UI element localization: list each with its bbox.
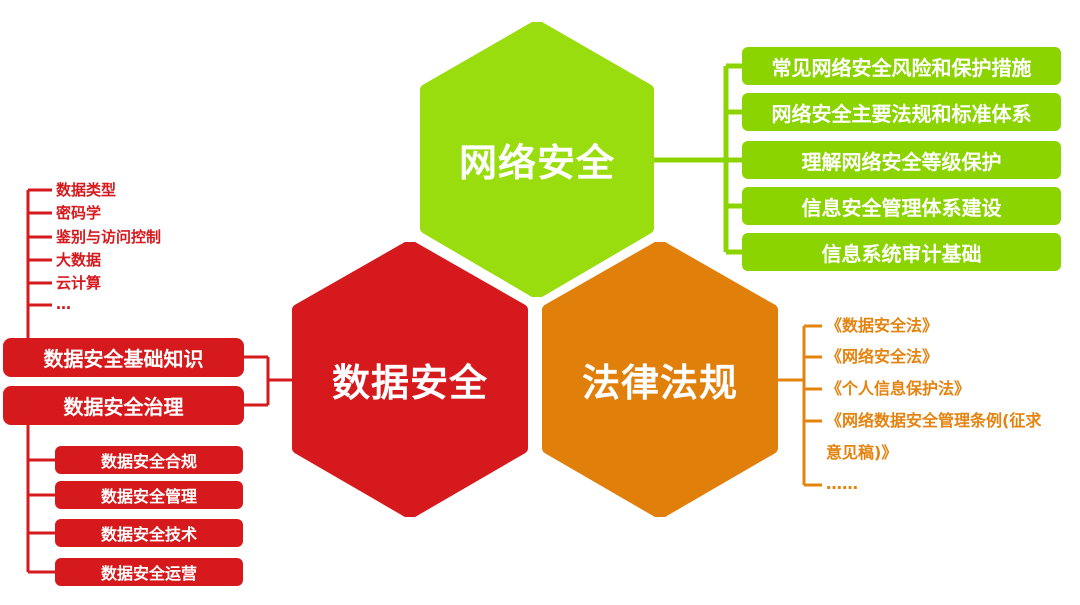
basics-item: 鉴别与访问控制	[56, 228, 162, 246]
data-basics-box: 数据安全基础知识	[3, 338, 244, 377]
network-security-label: 网络安全	[458, 141, 615, 185]
basics-item: 大数据	[56, 251, 102, 269]
law-item: 意见稿)》	[826, 443, 898, 462]
network-item: 信息安全管理体系建设	[742, 187, 1061, 225]
basics-item: 密码学	[56, 204, 102, 222]
basics-item: 数据类型	[56, 181, 117, 199]
network-item: 网络安全主要法规和标准体系	[742, 93, 1061, 131]
network-item: 理解网络安全等级保护	[742, 141, 1061, 179]
data-governance-box: 数据安全治理	[3, 386, 244, 425]
governance-item: 数据安全合规	[55, 446, 243, 474]
law-item: 《个人信息保护法》	[826, 379, 971, 398]
network-item: 信息系统审计基础	[742, 233, 1061, 271]
basics-item: …	[56, 295, 71, 313]
network-item: 常见网络安全风险和保护措施	[742, 47, 1061, 85]
governance-item: 数据安全技术	[55, 519, 243, 547]
law-item: ……	[826, 474, 858, 493]
law-item: 《数据安全法》	[826, 316, 939, 335]
network-security-hexagon: 网络安全	[418, 22, 656, 297]
data-security-label: 数据安全	[331, 361, 488, 405]
law-item: 《网络安全法》	[826, 347, 939, 366]
governance-item: 数据安全管理	[55, 481, 243, 509]
data-security-hexagon: 数据安全	[290, 242, 530, 517]
laws-regulations-label: 法律法规	[581, 361, 738, 405]
laws-regulations-hexagon: 法律法规	[540, 242, 780, 517]
governance-item: 数据安全运营	[55, 558, 243, 586]
law-item: 《网络数据安全管理条例(征求	[826, 411, 1042, 430]
basics-item: 云计算	[56, 274, 102, 292]
